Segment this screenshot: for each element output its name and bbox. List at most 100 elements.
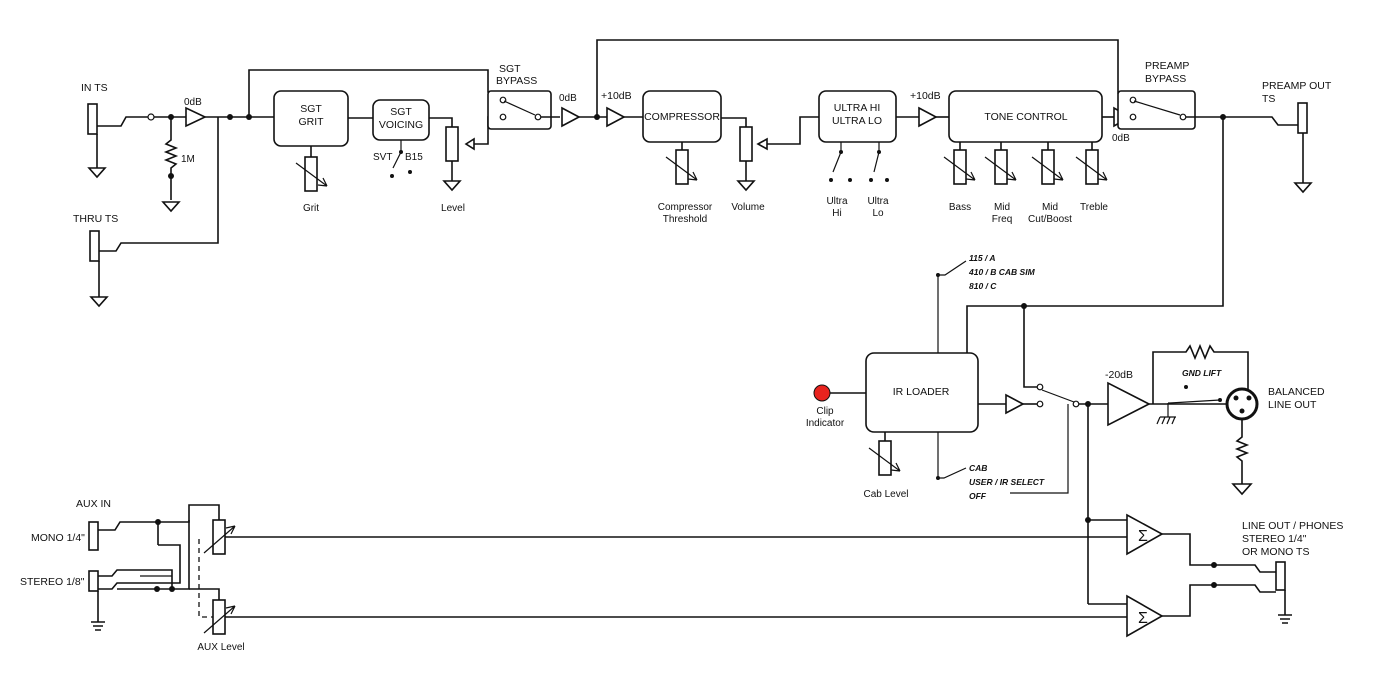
summing-amp-top: Σ bbox=[1126, 513, 1164, 556]
sgt-grit-title-1: SGT bbox=[300, 103, 322, 115]
ultra-hi-label-1: Ultra bbox=[826, 196, 848, 207]
stereo-label: STEREO 1/8" bbox=[20, 576, 85, 588]
clip-indicator-led bbox=[813, 384, 831, 402]
voicing-switch bbox=[390, 140, 412, 178]
cab-level-knob bbox=[868, 432, 901, 476]
ultra-hi-label-2: Hi bbox=[832, 208, 841, 219]
treble-knob bbox=[1075, 142, 1108, 185]
line-out-title-2: STEREO 1/4" bbox=[1242, 533, 1307, 545]
comp-gain: +10dB bbox=[601, 90, 632, 102]
thru-ts-label: THRU TS bbox=[73, 213, 118, 225]
gnd-lift-label: GND LIFT bbox=[1182, 368, 1222, 378]
sum-symbol-bottom: Σ bbox=[1138, 610, 1148, 627]
preamp-out-jack bbox=[1293, 102, 1313, 194]
balanced-out-title-2: LINE OUT bbox=[1268, 399, 1317, 411]
b15-label: B15 bbox=[405, 152, 423, 163]
line-out-title-1: LINE OUT / PHONES bbox=[1242, 520, 1343, 532]
resistor-label: 1M bbox=[181, 154, 195, 165]
mono-label: MONO 1/4" bbox=[31, 532, 85, 544]
in-buffer-gain: 0dB bbox=[184, 97, 202, 108]
aux-level-label: AUX Level bbox=[197, 642, 244, 653]
in-buffer-amp bbox=[185, 106, 207, 128]
sgt-out-gain: 0dB bbox=[559, 93, 577, 104]
cab-sim-option-2: 410 / B CAB SIM bbox=[968, 267, 1036, 277]
preamp-out-title-2: TS bbox=[1262, 93, 1275, 105]
svt-label: SVT bbox=[373, 152, 392, 163]
output-select-switch bbox=[1036, 383, 1080, 408]
ultra-title-1: ULTRA HI bbox=[834, 102, 880, 114]
clip-label-2: Indicator bbox=[806, 418, 845, 429]
bass-knob bbox=[943, 142, 976, 185]
cab-level-label: Cab Level bbox=[863, 489, 908, 500]
compressor-threshold-knob bbox=[665, 142, 698, 185]
tone-out-gain: 0dB bbox=[1112, 133, 1130, 144]
mid-freq-label-2: Freq bbox=[992, 214, 1013, 225]
balanced-out-title-1: BALANCED bbox=[1268, 386, 1325, 398]
in-ts-jack bbox=[87, 103, 148, 179]
aux-in-label: AUX IN bbox=[76, 498, 111, 510]
mid-freq-label-1: Mid bbox=[994, 202, 1010, 213]
treble-label: Treble bbox=[1080, 202, 1108, 213]
mid-cut-label-1: Mid bbox=[1042, 202, 1058, 213]
sgt-voicing-title-2: VOICING bbox=[379, 119, 423, 131]
level-pot bbox=[442, 116, 503, 192]
gnd-lift-switch bbox=[1156, 385, 1222, 425]
clip-label-1: Clip bbox=[816, 406, 834, 417]
ir-mode-switch bbox=[936, 432, 967, 480]
preamp-bypass-title-2: BYPASS bbox=[1145, 73, 1186, 85]
aux-mono-jack bbox=[88, 504, 220, 551]
threshold-label-1: Compressor bbox=[658, 202, 713, 213]
sgt-voicing-title-1: SGT bbox=[390, 106, 412, 118]
volume-label: Volume bbox=[731, 202, 765, 213]
balanced-gain: -20dB bbox=[1105, 369, 1133, 381]
thru-ts-jack bbox=[89, 117, 219, 308]
line-out-title-3: OR MONO TS bbox=[1242, 546, 1309, 558]
ir-loader-title: IR LOADER bbox=[893, 386, 950, 398]
mid-cut-boost-knob bbox=[1031, 142, 1064, 185]
mid-freq-knob bbox=[984, 142, 1017, 185]
tone-in-gain: +10dB bbox=[910, 90, 941, 102]
ultra-hi-switch bbox=[829, 142, 852, 182]
grit-label: Grit bbox=[303, 203, 319, 214]
threshold-label-2: Threshold bbox=[663, 214, 707, 225]
aux-level-pot-top bbox=[203, 519, 1127, 555]
resistor-1m bbox=[161, 117, 181, 213]
tone-control-title: TONE CONTROL bbox=[984, 111, 1067, 123]
aux-level-pot-bottom bbox=[203, 599, 1127, 635]
xlr-connector bbox=[1225, 387, 1259, 496]
cab-sim-option-1: 115 / A bbox=[969, 253, 995, 263]
level-label: Level bbox=[441, 203, 465, 214]
bass-label: Bass bbox=[949, 202, 971, 213]
preamp-out-title-1: PREAMP OUT bbox=[1262, 80, 1332, 92]
summing-amp-bottom: Σ bbox=[1126, 594, 1164, 638]
comp-gain-amp bbox=[606, 106, 626, 128]
tone-in-amp bbox=[918, 106, 938, 128]
sgt-bypass-title-1: SGT bbox=[499, 63, 521, 75]
ir-mode-3: OFF bbox=[969, 491, 987, 501]
line-out-jack bbox=[1275, 561, 1292, 624]
cab-sim-switch bbox=[936, 260, 967, 354]
ultra-lo-label-1: Ultra bbox=[867, 196, 889, 207]
compressor-title: COMPRESSOR bbox=[644, 111, 720, 123]
ultra-lo-label-2: Lo bbox=[872, 208, 884, 219]
grit-knob bbox=[295, 146, 328, 192]
volume-pot bbox=[736, 116, 819, 192]
aux-stereo-jack bbox=[88, 520, 220, 631]
preamp-bypass-title-1: PREAMP bbox=[1145, 60, 1189, 72]
ir-mode-2: USER / IR SELECT bbox=[969, 477, 1045, 487]
sgt-out-buffer bbox=[561, 106, 581, 128]
sum-symbol-top: Σ bbox=[1138, 528, 1148, 545]
ir-out-buffer bbox=[1005, 393, 1025, 415]
preamp-bypass-switch bbox=[1117, 90, 1196, 130]
mid-cut-label-2: Cut/Boost bbox=[1028, 214, 1072, 225]
sgt-bypass-switch bbox=[487, 90, 552, 130]
ir-mode-1: CAB bbox=[969, 463, 987, 473]
sgt-grit-title-2: GRIT bbox=[298, 116, 324, 128]
balanced-amp bbox=[1107, 381, 1151, 427]
ultra-lo-switch bbox=[869, 142, 889, 182]
cab-sim-option-3: 810 / C bbox=[969, 281, 997, 291]
sgt-bypass-title-2: BYPASS bbox=[496, 75, 537, 87]
in-ts-label: IN TS bbox=[81, 82, 108, 94]
ultra-title-2: ULTRA LO bbox=[832, 115, 882, 127]
